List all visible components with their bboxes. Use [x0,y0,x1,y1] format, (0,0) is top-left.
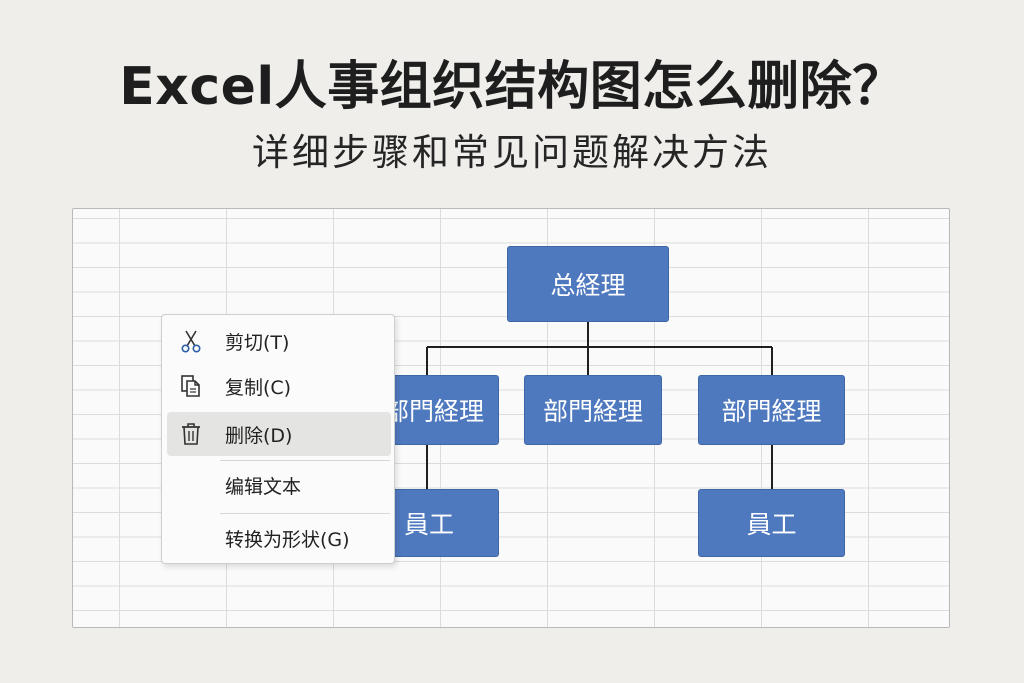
page-title: Excel人事组织结构图怎么删除？ [119,57,905,117]
context-menu: 剪切(T) 复制(C) 删除(D) 编辑文本 [161,314,395,564]
menu-label-cut: 剪切(T) [225,331,290,354]
org-box-general-manager[interactable]: 总経理 [507,246,669,322]
menu-item-cut[interactable]: 剪切(T) [167,319,391,363]
menu-label-edit-text: 编辑文本 [225,475,302,498]
org-box-employee-right[interactable]: 員工 [698,489,845,557]
copy-icon [179,374,203,398]
scissors-icon [179,329,203,353]
org-box-department-manager-middle[interactable]: 部門経理 [524,375,662,445]
menu-label-convert-to-shapes: 转换为形状(G) [225,528,350,551]
page-subtitle: 详细步骤和常见问题解决方法 [252,131,772,174]
menu-item-edit-text[interactable]: 编辑文本 [167,463,391,507]
menu-item-delete[interactable]: 删除(D) [167,412,391,456]
menu-item-convert-to-shapes[interactable]: 转换为形状(G) [167,516,391,560]
menu-item-copy[interactable]: 复制(C) [167,364,391,408]
menu-label-delete: 删除(D) [225,424,293,447]
spreadsheet-grid[interactable]: 总経理 部門経理 部門経理 部門経理 員工 員工 [72,208,950,628]
menu-separator [220,460,390,461]
org-chart-connectors [426,322,773,489]
trash-icon [179,422,203,446]
menu-label-copy: 复制(C) [225,376,292,399]
menu-separator [220,513,390,514]
org-box-department-manager-right[interactable]: 部門経理 [698,375,845,445]
